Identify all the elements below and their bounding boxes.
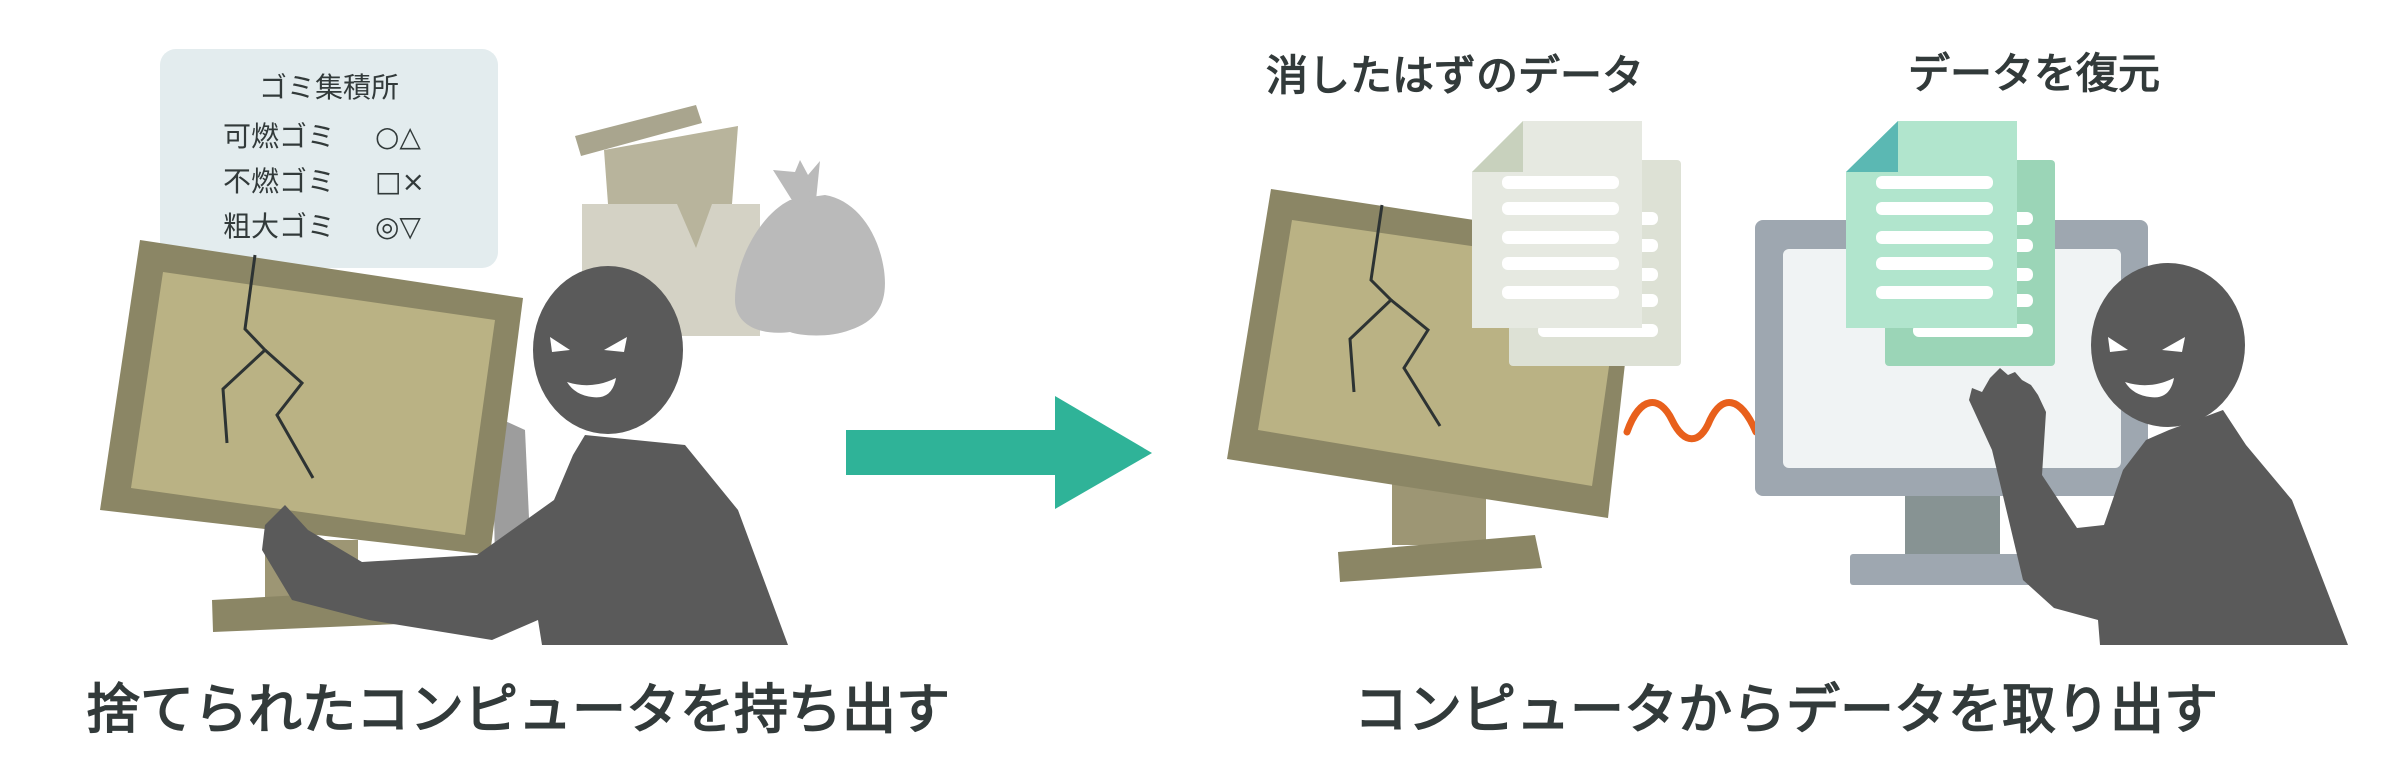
document-line: [1502, 231, 1619, 244]
screen-crack: [1390, 298, 1442, 427]
bin-body: [604, 126, 738, 204]
thief-body: [262, 435, 788, 645]
thief-grin: [2125, 378, 2174, 398]
thief-grin: [567, 378, 616, 398]
document-line: [1502, 286, 1619, 299]
monitor-screen: [131, 272, 495, 535]
document-fold: [1472, 121, 1523, 172]
thief-eye: [2162, 337, 2185, 352]
document-line: [1876, 231, 1993, 244]
document-line: [1502, 176, 1619, 189]
bag-neck: [773, 160, 820, 205]
sign-row-symbols: □×: [375, 165, 425, 198]
bag-body: [735, 195, 885, 336]
document-line: [1876, 202, 1993, 215]
thief-eye: [550, 337, 570, 352]
document-fold: [1846, 121, 1898, 172]
restore-data-label: データを復元: [1908, 49, 2160, 98]
left-caption: 捨てられたコンピュータを持ち出す: [86, 678, 950, 741]
screen-crack: [264, 348, 315, 479]
document-line: [1876, 286, 1993, 299]
box-flap: [677, 204, 712, 248]
restored-document-icon: [1846, 121, 2055, 366]
monitor-stand-neck: [1905, 496, 2000, 556]
sign-row-label: 粗大ゴミ: [223, 210, 335, 243]
sign-row-symbols: ◎▽: [375, 210, 421, 243]
monitor-stand-base: [1850, 554, 2046, 585]
right-caption: コンピュータからデータを取り出す: [1354, 678, 2218, 741]
document-line: [1876, 257, 1993, 270]
connection-cable: [1623, 399, 1760, 443]
document-line: [1876, 176, 1993, 189]
garbage-sign: ゴミ集積所 可燃ゴミ ○△ 不燃ゴミ □× 粗大ゴミ ◎▽: [160, 49, 498, 268]
deleted-document-icon: [1472, 121, 1681, 366]
document-line: [1502, 202, 1619, 215]
arrow-right-icon: [846, 396, 1152, 509]
thief-body: [1969, 368, 2348, 645]
thief-right: [1969, 263, 2348, 645]
sign-row-label: 不燃ゴミ: [223, 165, 335, 198]
garbage-bag-icon: [735, 160, 885, 336]
document-line: [1502, 257, 1619, 270]
sign-title: ゴミ集積所: [259, 71, 399, 104]
monitor-stand-base: [1338, 535, 1542, 582]
arrow-head: [1055, 396, 1152, 509]
sign-row-label: 可燃ゴミ: [223, 120, 335, 153]
thief-eye: [2108, 337, 2128, 352]
sign-row-symbols: ○△: [375, 120, 421, 153]
document-front: [1846, 121, 2017, 328]
document-front: [1472, 121, 1642, 328]
sign-board: [160, 49, 498, 268]
arrow-shaft: [846, 430, 1056, 475]
bin-lid: [575, 105, 702, 156]
thief-left: [262, 266, 788, 645]
thief-eye: [604, 337, 627, 352]
deleted-data-label: 消したはずのデータ: [1266, 51, 1644, 100]
